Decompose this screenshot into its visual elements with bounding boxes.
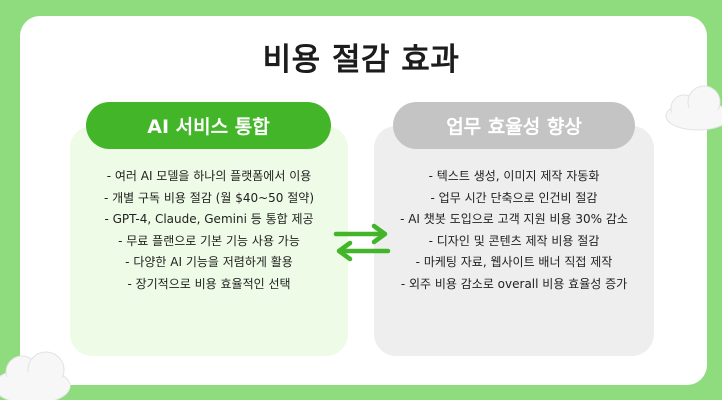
efficiency-header: 업무 효율성 향상 [393,102,635,149]
efficiency-panel [374,126,654,356]
list-item: - 여러 AI 모델을 하나의 플랫폼에서 이용 [106,169,312,183]
list-item: - AI 챗봇 도입으로 고객 지원 비용 30% 감소 [400,212,628,226]
list-item: - 외주 비용 감소로 overall 비용 효율성 증가 [400,276,628,291]
list-item: - 무료 플랜으로 기본 기능 사용 가능 [118,233,300,248]
list-item: - 디자인 및 콘텐츠 제작 비용 절감 [428,233,600,248]
exchange-arrows-icon [333,223,391,262]
cloud-icon [665,85,722,131]
list-item: - GPT-4, Claude, Gemini 등 통합 제공 [104,212,314,226]
list-item: - 마케팅 자료, 웹사이트 배너 직접 제작 [415,255,613,269]
list-item: - 텍스트 생성, 이미지 제작 자동화 [428,169,600,183]
list-item: - 업무 시간 단축으로 인건비 절감 [430,190,598,205]
ai-service-header: AI 서비스 통합 [86,102,331,149]
list-item: - 개별 구독 비용 절감 (월 $40~50 절약) [103,190,315,205]
ai-service-panel [70,126,348,356]
list-item: - 다양한 AI 기능을 저렴하게 활용 [125,255,293,269]
ai-service-list: - 여러 AI 모델을 하나의 플랫폼에서 이용 - 개별 구독 비용 절감 (… [70,166,348,295]
page-title: 비용 절감 효과 [262,42,460,78]
efficiency-list: - 텍스트 생성, 이미지 제작 자동화 - 업무 시간 단축으로 인건비 절감… [374,166,654,295]
list-item: - 장기적으로 비용 효율적인 선택 [127,276,291,291]
cloud-icon [0,351,71,400]
